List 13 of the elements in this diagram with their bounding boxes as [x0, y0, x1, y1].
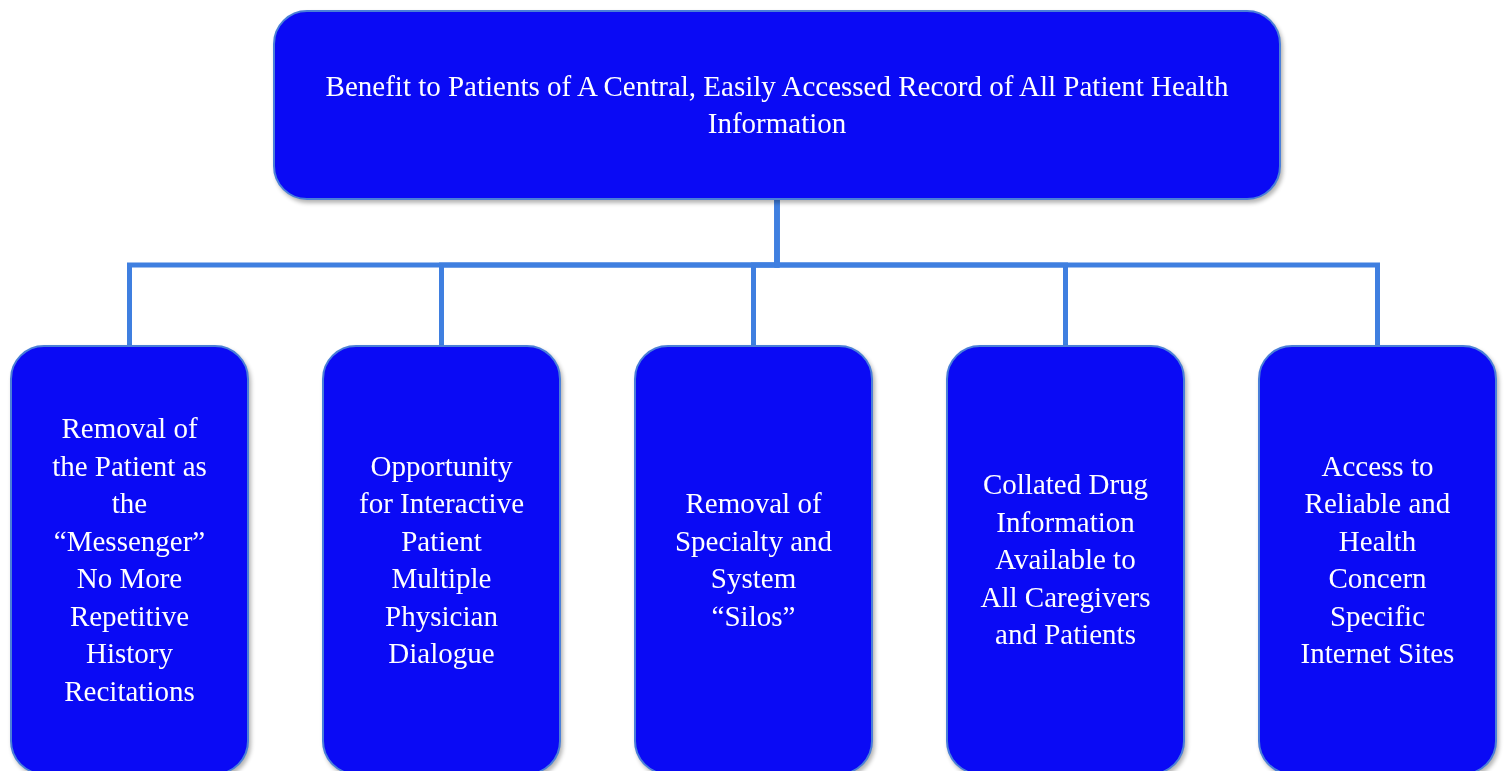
- process-box: [273, 10, 1281, 200]
- box-text: Benefit to Patients of A Central, Easily Accessed Record of All Patient Health Information: [324, 69, 1230, 141]
- process-box: [10, 345, 249, 771]
- box-text: Collated Drug Information Available to All Caregivers and Patients: [980, 467, 1151, 653]
- process-box: [322, 345, 561, 771]
- process-box: [634, 345, 873, 771]
- box-text: Removal of the Patient as the “Messenger” No More Repetitive History Recitations: [51, 411, 208, 709]
- box-text: Removal of Specialty and System “Silos”: [673, 486, 833, 634]
- box-text: Access to Reliable and Health Concern Specific Internet Sites: [1299, 448, 1456, 671]
- box-text: Opportunity for Interactive Patient Multiple Physician Dialogue: [357, 448, 525, 671]
- connector-line: [774, 200, 1380, 345]
- process-box: [1258, 345, 1497, 771]
- process-box: [946, 345, 1185, 771]
